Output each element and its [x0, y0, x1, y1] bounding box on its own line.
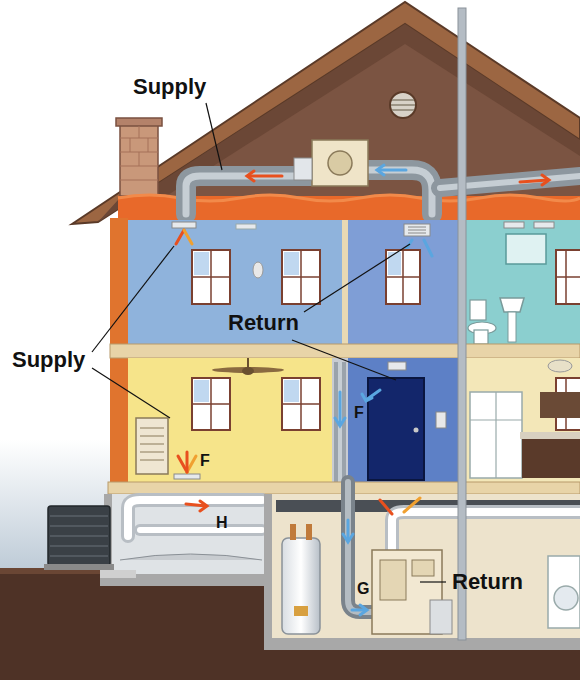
supply-label: Supply	[133, 74, 206, 99]
return-label: Return	[228, 310, 299, 335]
supply-label: Supply	[12, 347, 85, 372]
callout-letter: H	[216, 514, 228, 532]
callout-letter: G	[357, 580, 369, 598]
callout-letter: F	[200, 452, 210, 470]
return-label: Return	[452, 569, 523, 594]
callout-letter: F	[354, 404, 364, 422]
